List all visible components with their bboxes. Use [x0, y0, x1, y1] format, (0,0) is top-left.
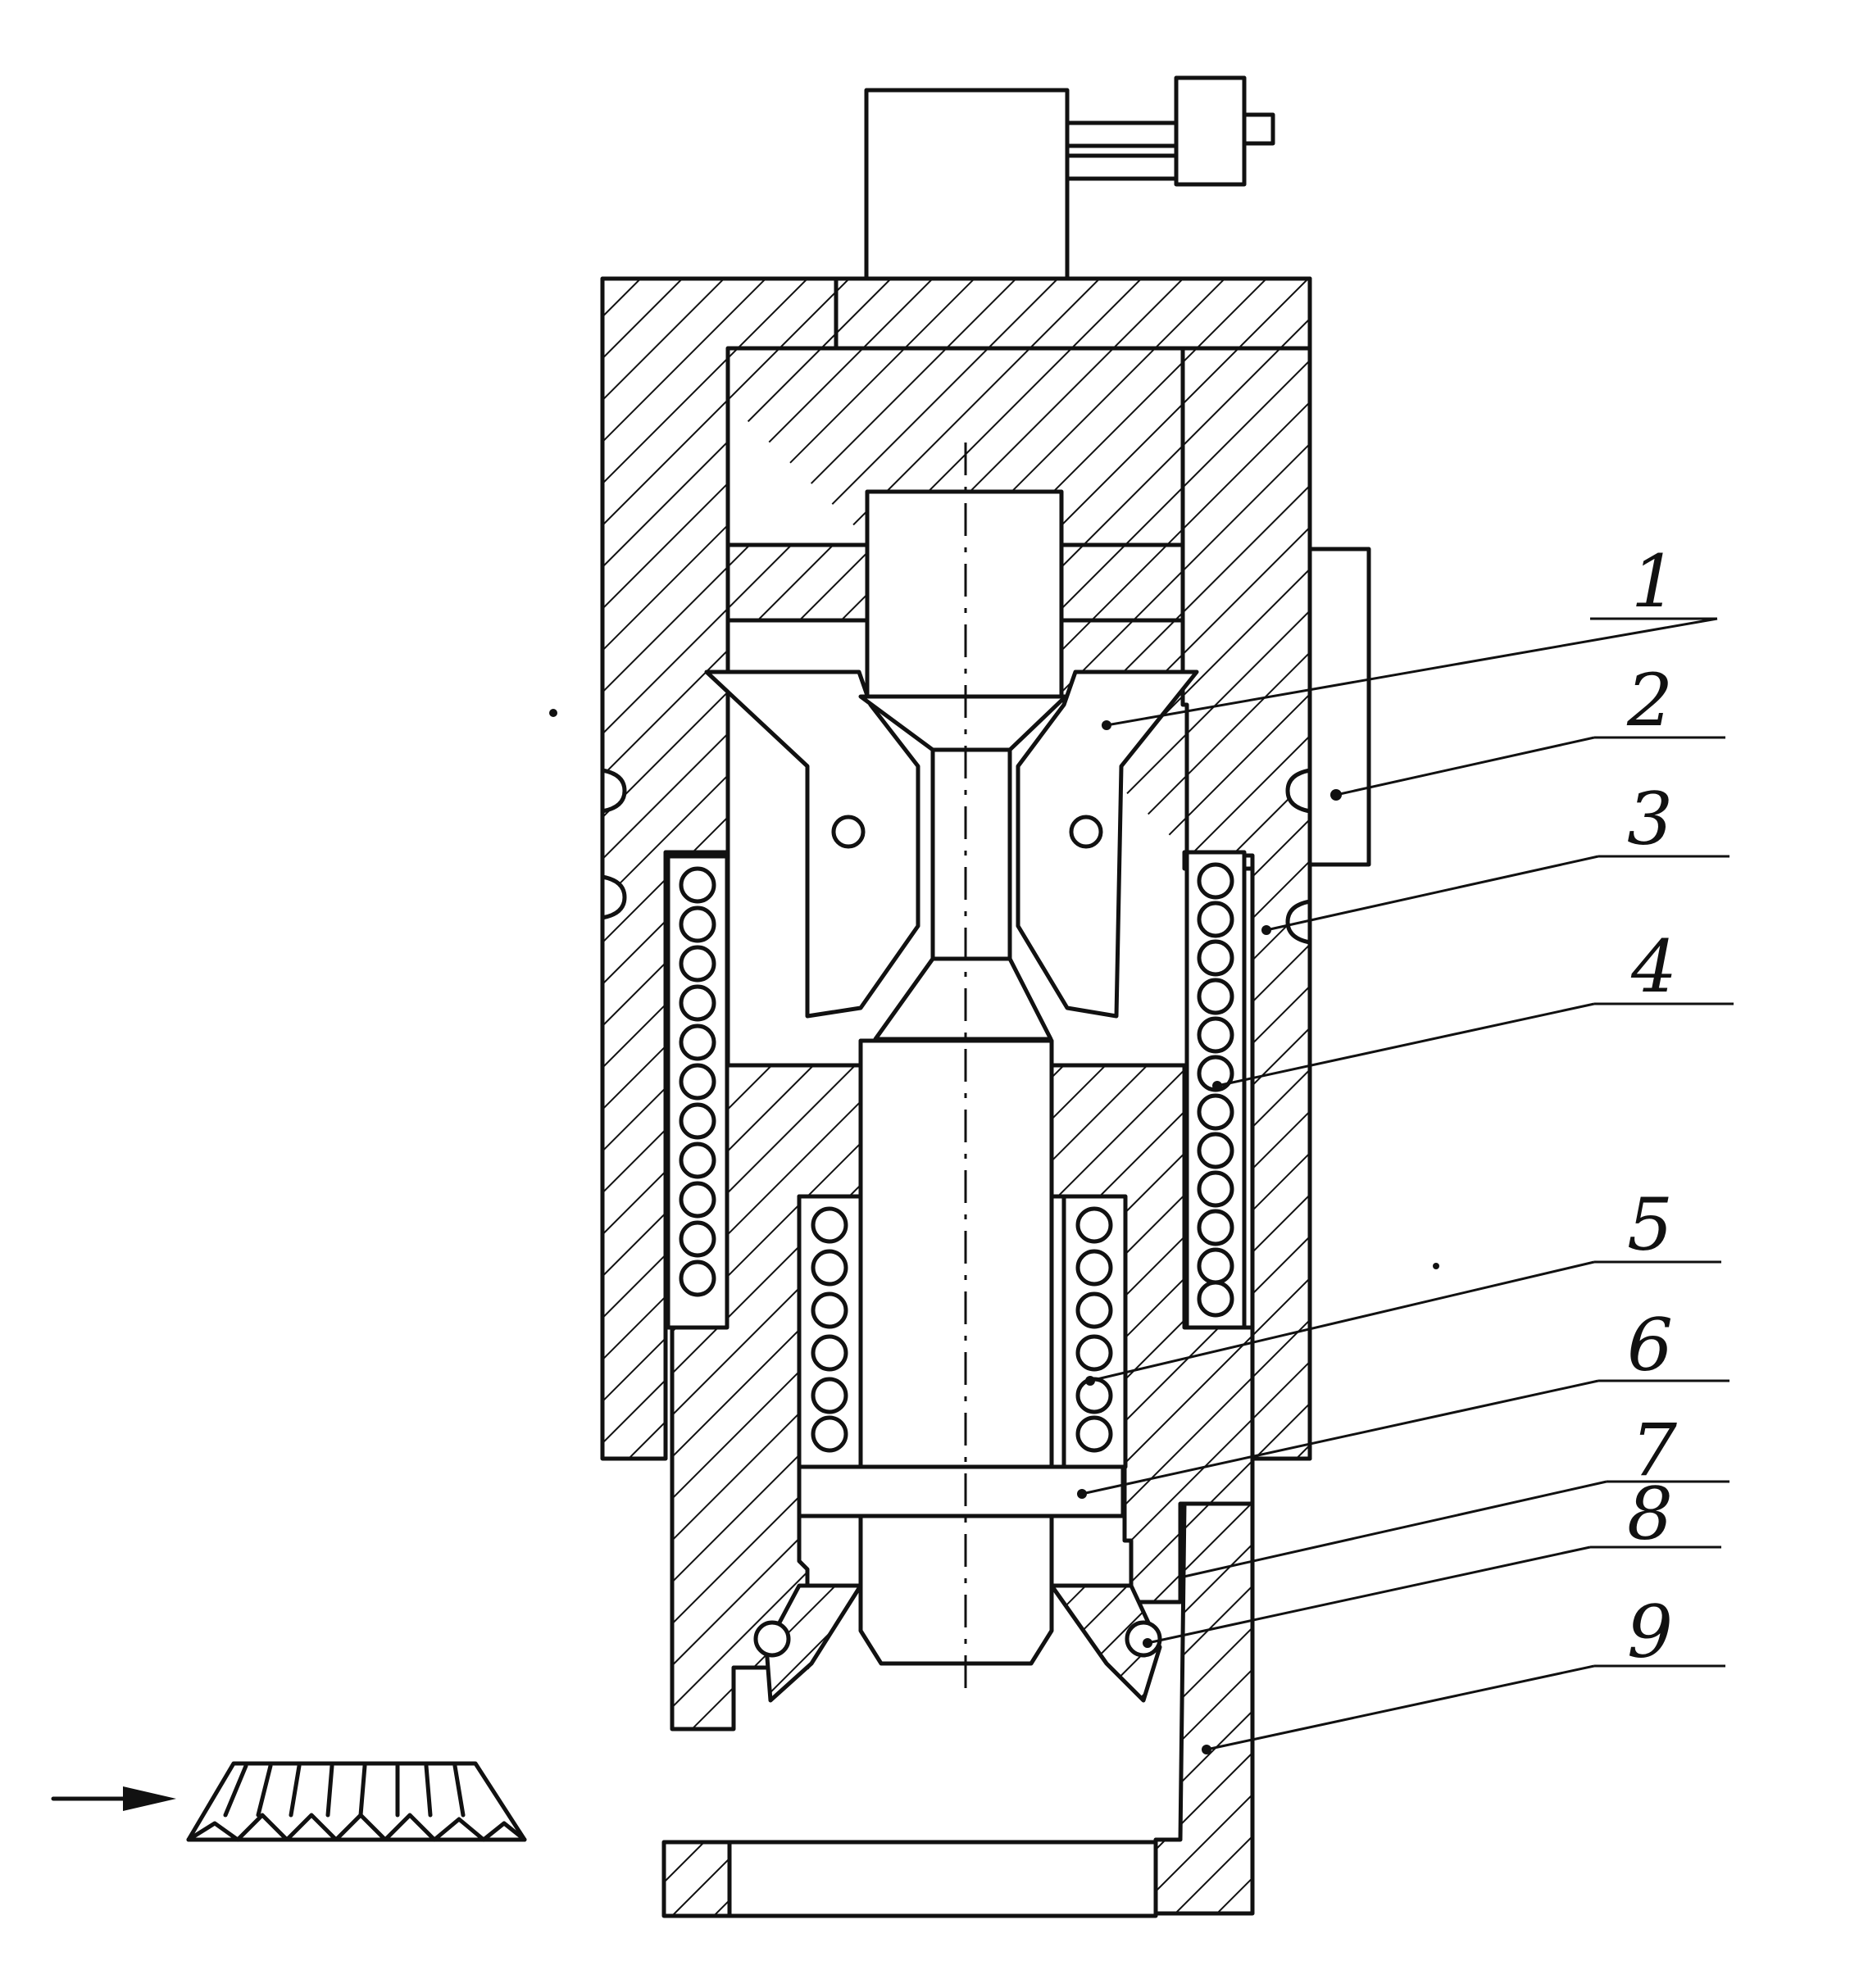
gripper-jaws [704, 669, 1199, 1042]
callout-8: 8 [1627, 1472, 1673, 1556]
callout-9: 9 [1627, 1590, 1673, 1674]
side-bracket [1307, 547, 1371, 867]
leader-lines [1077, 617, 1734, 1754]
callout-4: 4 [1630, 924, 1677, 1009]
cutter-workpiece [51, 1761, 527, 1842]
callout-5: 5 [1627, 1182, 1673, 1267]
lower-opening [727, 1840, 1158, 1918]
stray-dot [549, 709, 557, 717]
ball-cage-outer-left [666, 854, 730, 1330]
callout-1: 1 [1631, 539, 1677, 624]
lower-wedge-rings [753, 1583, 1162, 1703]
callout-labels: 1 2 3 4 5 6 7 8 9 [1626, 539, 1677, 1674]
top-actuator [864, 75, 1275, 281]
ball-cage-inner-left [797, 1194, 863, 1469]
ball-cage-inner-right [1061, 1194, 1128, 1469]
stray-dot [1433, 1263, 1439, 1269]
callout-6: 6 [1627, 1303, 1673, 1387]
callout-3: 3 [1627, 777, 1673, 861]
callout-7: 7 [1631, 1408, 1677, 1492]
callout-2: 2 [1626, 658, 1673, 742]
ball-cage-outer-right [1184, 850, 1247, 1330]
cross-pin-plate [797, 1464, 1125, 1518]
